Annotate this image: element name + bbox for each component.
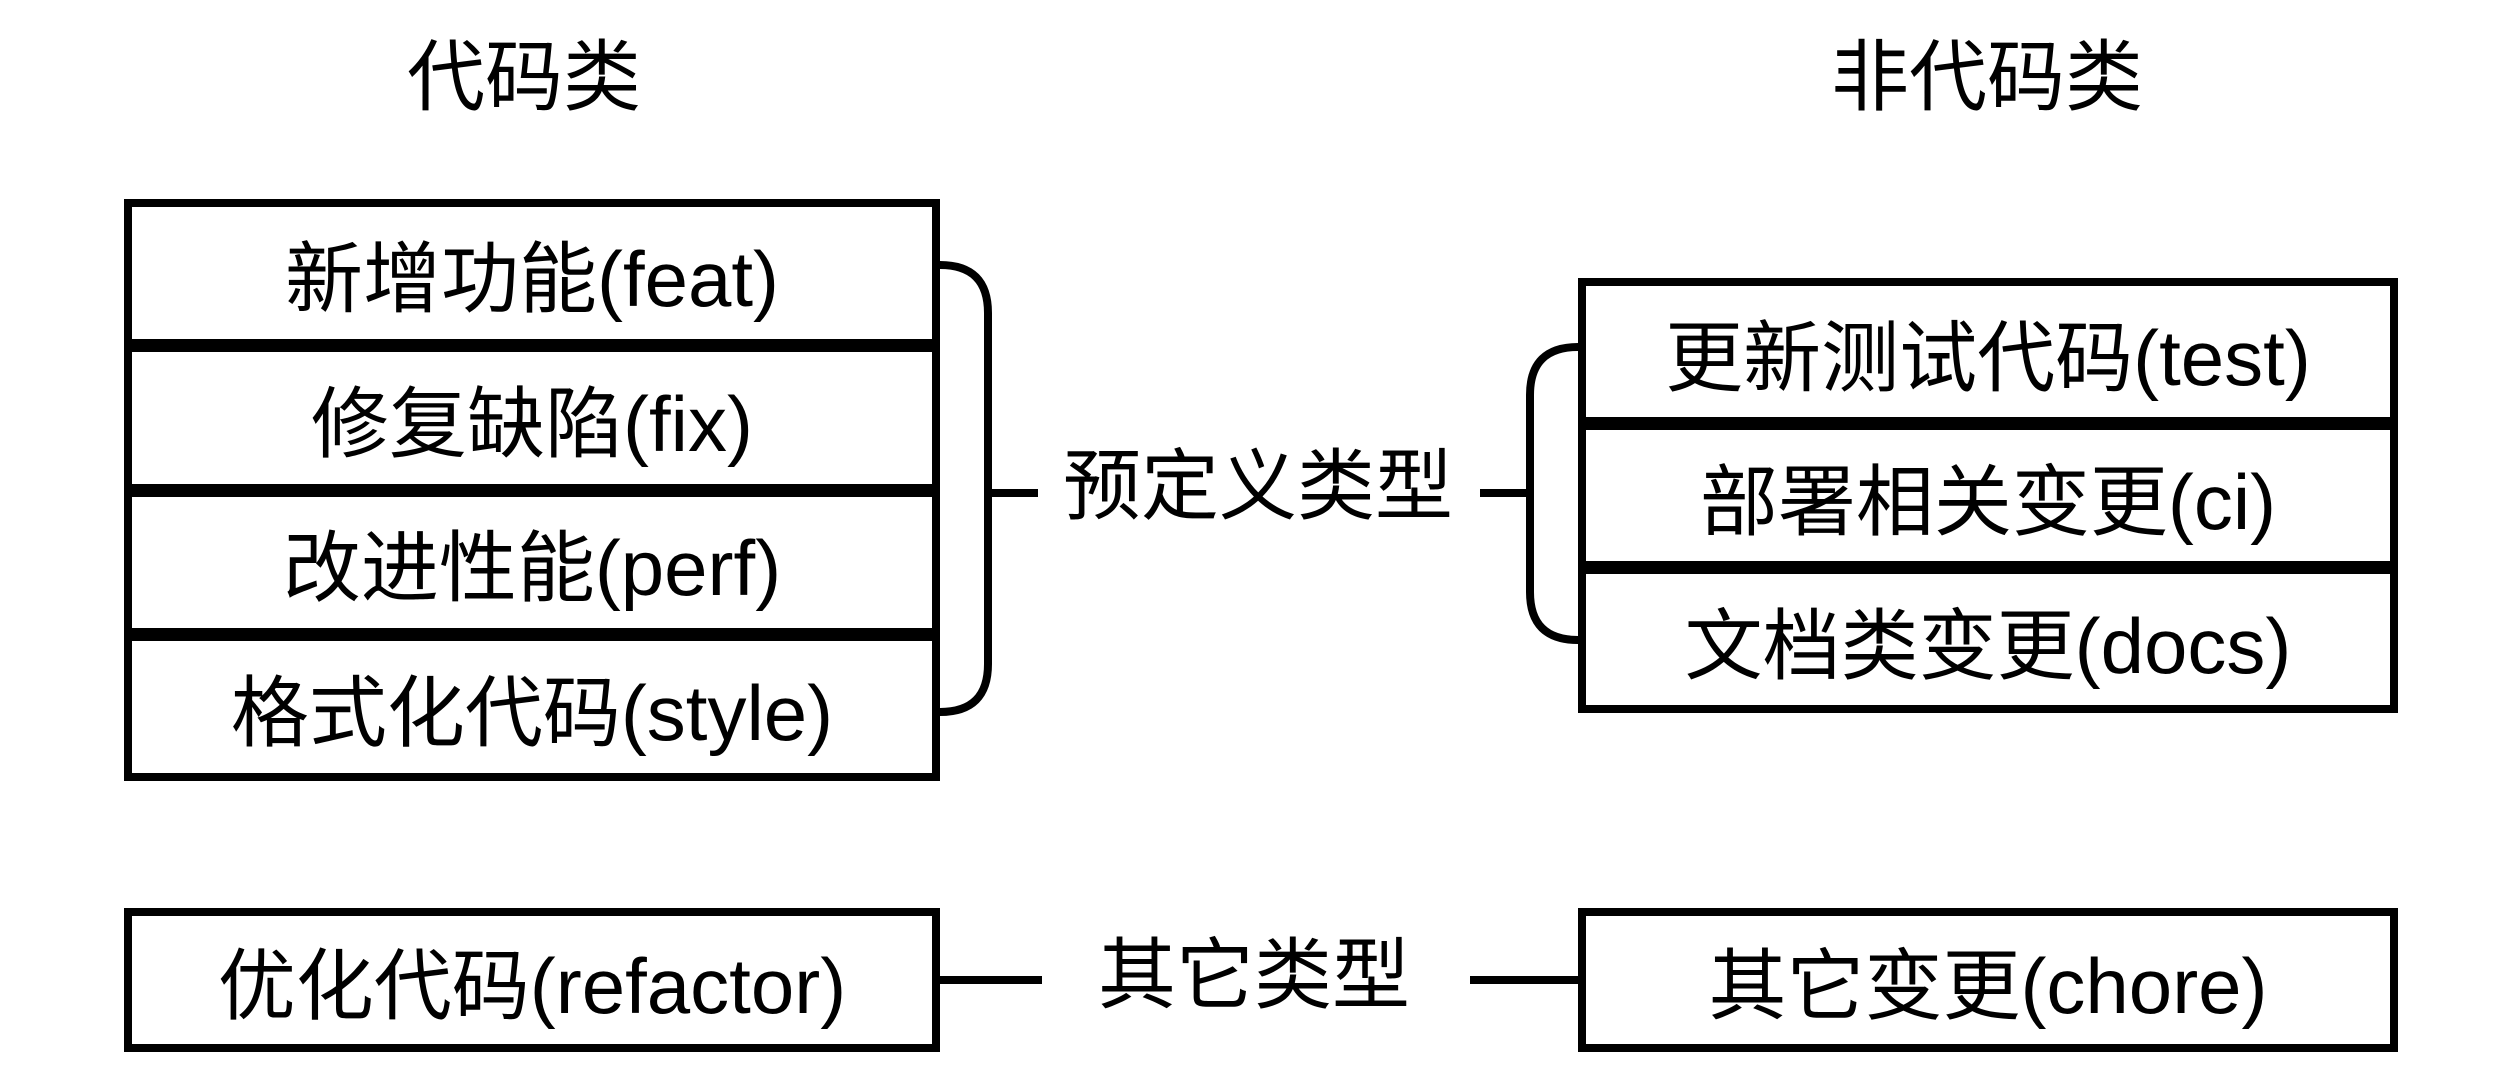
label-predefined-types: 预定义类型 [1062,442,1453,530]
left-bracket [939,261,992,716]
item-style: 格式化代码(style) [132,628,932,773]
item-refactor: 优化代码(refactor) [124,908,940,1052]
item-fix: 修复缺陷(fix) [132,338,932,484]
header-noncode-category: 非代码类 [1830,33,2143,121]
item-feat: 新增功能(feat) [284,234,780,323]
item-docs: 文档类变更(docs) [1586,561,2390,705]
item-chore: 其它变更(chore) [1578,908,2398,1052]
item-ci: 部署相关变更(ci) [1586,417,2390,561]
code-items-stack: 新增功能(feat) 修复缺陷(fix) 改进性能(perf) 格式化代码(st… [124,199,940,781]
label-other-types: 其它类型 [1097,931,1410,1019]
noncode-items-stack: 更新测试代码(test) 部署相关变更(ci) 文档类变更(docs) [1578,278,2398,713]
header-code-category: 代码类 [406,33,641,121]
right-bracket [1526,343,1579,644]
item-test: 更新测试代码(test) [1665,313,2311,402]
item-perf: 改进性能(perf) [132,483,932,629]
